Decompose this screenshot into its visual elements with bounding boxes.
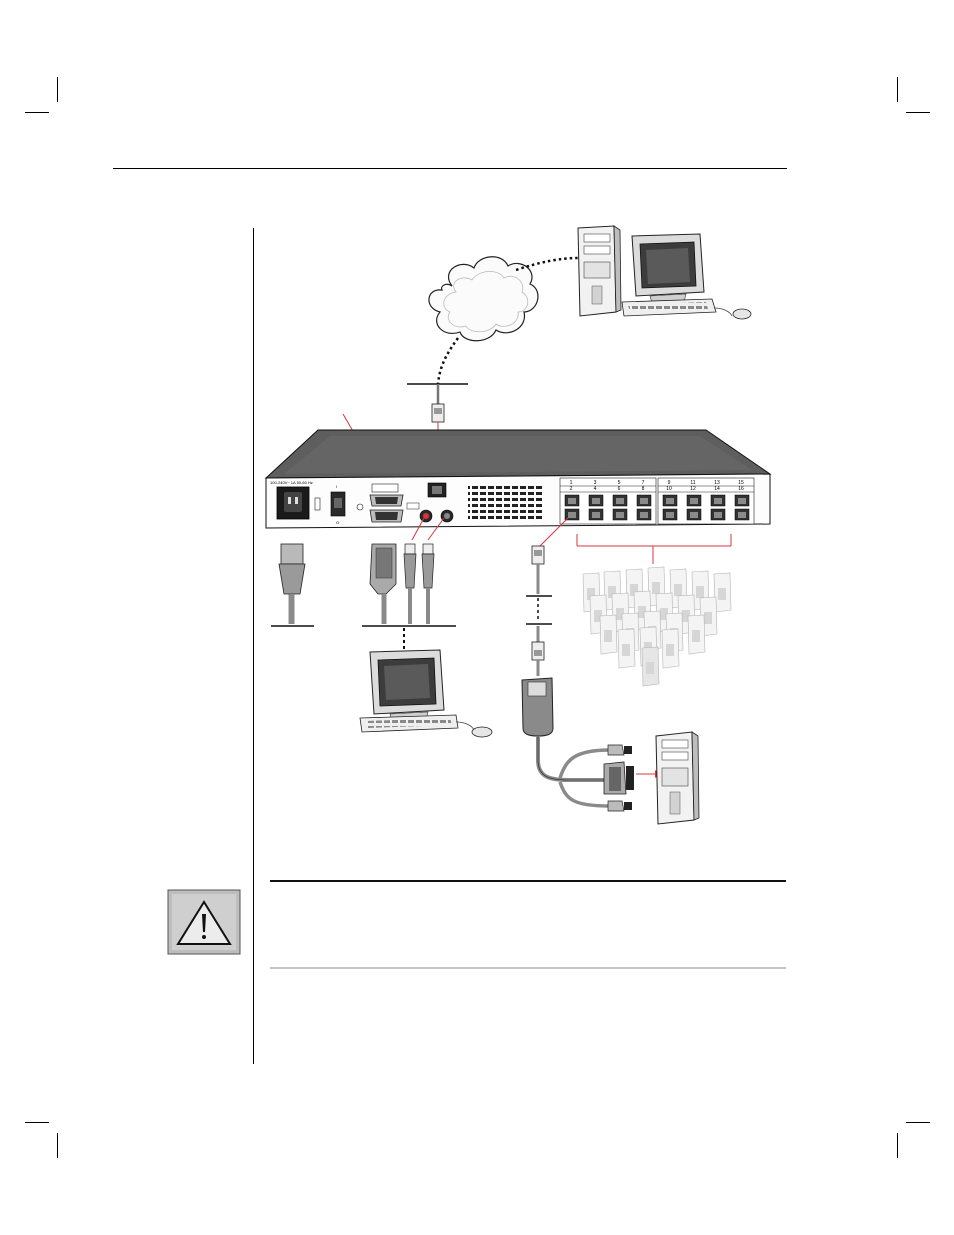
crop-mark [897,77,898,102]
svg-text:I: I [336,484,337,489]
target-port-jack-inner [592,512,600,518]
svg-text:O: O [336,520,339,525]
target-port-jack-inner [690,498,698,504]
callout-line [539,517,569,547]
port-number-label: 2 [570,486,573,492]
target-servers-icon [582,566,732,687]
margin-rule [253,228,254,1064]
target-port-jack-inner [714,512,722,518]
target-port-jack-inner [714,498,722,504]
vga-cable-icon [369,543,397,624]
target-server-icon [655,731,700,825]
target-server-unit [687,614,706,655]
target-port-jack-inner [568,498,576,504]
caution-icon [167,889,241,955]
network-link [515,256,579,272]
target-port-jack-inner [690,512,698,518]
header-rule [113,168,787,169]
keyboard-cable-icon [403,543,417,624]
port-number-label: 11 [690,480,695,486]
port-number-label: 16 [738,486,744,492]
port-number-label: 13 [714,480,720,486]
callout-line [411,517,425,541]
target-port-jack-inner [738,498,746,504]
port-number-label: 14 [714,486,720,492]
port-number-label: 12 [690,486,696,492]
power-cord-icon [278,543,306,624]
port-number-label: 9 [668,480,671,486]
rj45-connector-icon [531,545,545,565]
mouse-cable-icon [421,543,435,624]
port-number-label: 4 [594,486,597,492]
crop-mark [897,1133,898,1158]
network-link [436,337,460,385]
crop-mark [57,77,58,102]
target-port-jack-inner [738,512,746,518]
target-port-jack-inner [640,512,648,518]
target-port-jack-inner [640,498,648,504]
port-number-label: 8 [642,486,645,492]
target-server-unit [617,628,636,669]
port-number-label: 15 [738,480,744,486]
rj45-connector-icon [431,403,445,423]
power-rating-label: 100-240V~ 1A 50-60 Hz [270,480,313,485]
remote-workstation-icon [577,225,752,320]
crop-mark [25,112,49,113]
port-number-label: 3 [594,480,597,486]
kvm-switch-icon: 100-240V~ 1A 50-60 Hz I O [264,429,772,529]
target-port-jack-inner [616,498,624,504]
network-cloud-icon [428,256,539,342]
port-number-label: 5 [618,480,621,486]
target-server-unit [661,628,680,669]
crop-mark [906,112,930,113]
target-server-unit [713,572,732,613]
target-port-jack-inner [592,498,600,504]
crop-mark [25,1122,49,1123]
target-port-jack-inner [666,498,674,504]
port-number-label: 1 [570,480,573,486]
port-number-label: 10 [666,486,672,492]
server-interface-module-icon [521,677,634,812]
port-number-label: 7 [642,480,645,486]
crop-mark [57,1133,58,1158]
rj45-connector-icon [531,641,545,661]
port-number-label: 6 [618,486,621,492]
target-port-jack-inner [666,512,674,518]
local-workstation-icon [359,649,493,738]
target-port-jack-inner [616,512,624,518]
callout-line [427,517,445,541]
target-server-unit [641,646,660,687]
target-server-unit [599,614,618,655]
target-port-jack-inner [568,512,576,518]
crop-mark [906,1122,930,1123]
